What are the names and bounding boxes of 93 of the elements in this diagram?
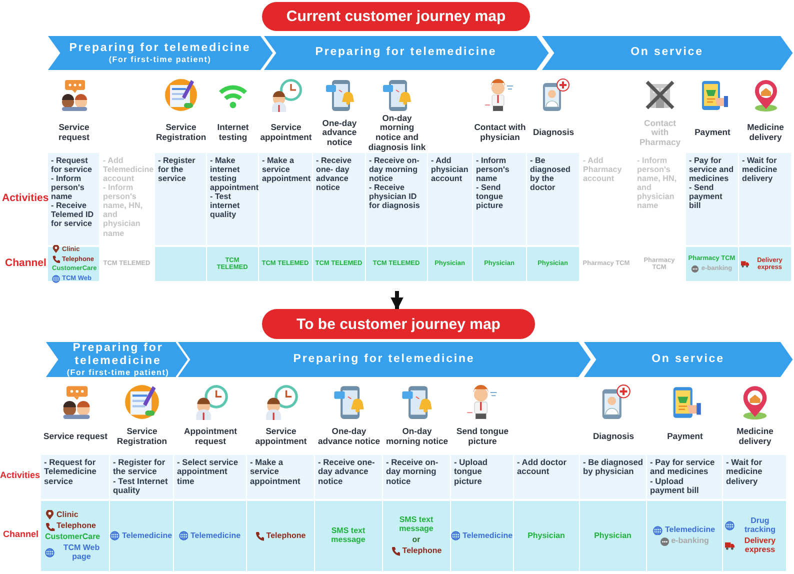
channel-label: SMS text message <box>398 516 434 534</box>
channel-label: Telephone <box>56 522 96 531</box>
channel-label: Physician <box>594 532 632 540</box>
channel-label: Telemedicine <box>190 532 241 540</box>
activity-text: - Pay for service and medicines <box>689 156 735 184</box>
activity-text: - Send payment bill <box>689 183 724 210</box>
activity-text: - Send tongue picture <box>476 183 504 210</box>
channel-label: Telemedicine <box>664 526 716 535</box>
activity-text: - Wait for medicine delivery <box>726 458 764 486</box>
phase-title: Preparing for telemedicine <box>293 352 475 366</box>
step-label: Payment <box>694 126 732 140</box>
step-label: Service request <box>42 430 108 444</box>
phase-banner <box>540 35 794 71</box>
channel-label: Physician <box>528 532 565 540</box>
activity-text: - Be diagnosed by physician <box>583 458 644 477</box>
channel-label: Telephone <box>402 546 442 556</box>
step-label: One-day advance notice <box>321 116 358 149</box>
activity-text: - Be diagnosed by the doctor <box>530 156 572 192</box>
activity-text: - Inform person's name <box>476 156 510 184</box>
phase-title: On service <box>630 46 704 60</box>
phase-banner <box>46 35 274 71</box>
channel-label: Clinic <box>56 510 78 520</box>
phase-banner <box>262 35 550 71</box>
activity-text: - Receive Telemed ID for service <box>51 201 95 228</box>
row-header: Activities <box>2 192 49 204</box>
activity-text: - Receive physician ID for diagnosis <box>369 183 421 210</box>
channel-label: Telephone <box>266 532 306 540</box>
row-header: Channel <box>3 529 39 539</box>
activity-text: - Add physician account <box>431 156 470 184</box>
step-label: Service request <box>57 121 91 144</box>
activity-text: - Inform person's name, HN, and physician name <box>637 156 678 210</box>
activity-text: - Upload tongue picture <box>454 458 488 486</box>
step-label: Internet testing <box>216 121 250 144</box>
step-label: On-day morning notice and diagnosis link <box>367 114 427 152</box>
activity-text: - Add doctor account <box>517 458 568 477</box>
title-banner <box>262 309 535 339</box>
activity-text: - Add Telemedicine account <box>103 156 152 184</box>
activity-text: - Test Internet quality <box>113 476 169 496</box>
step-label: Diagnosis <box>532 126 576 140</box>
step-label: Medicine delivery <box>736 425 774 448</box>
step-label: Service appointment <box>260 121 312 144</box>
phase-title: On service <box>652 352 724 366</box>
activity-text: - Receive on-day morning notice <box>386 458 440 486</box>
channel-label: SMS text message <box>330 527 366 545</box>
phase-banner <box>582 341 794 378</box>
step-label: Send tongue picture <box>455 425 510 448</box>
connector-word: or <box>412 536 420 544</box>
channel-label: Drug tracking <box>743 517 777 535</box>
activity-text: - Receive on-day morning notice <box>369 156 420 184</box>
step-label: Diagnosis <box>592 430 636 444</box>
activity-text: - Wait for medicine delivery <box>742 156 778 184</box>
activity-text: - Inform person's name <box>51 174 86 202</box>
step-label: Payment <box>666 430 704 444</box>
phase-title: Preparing for telemedicine <box>69 42 251 56</box>
channel-label: e-banking <box>671 537 709 546</box>
step-label: Medicine delivery <box>746 121 785 144</box>
arrow <box>390 291 404 310</box>
row-header: Activities <box>0 470 40 480</box>
activity-text: - Select service appointment time <box>177 458 239 486</box>
map-title: To be customer journey map <box>296 316 500 332</box>
activity-text: - Register for the service <box>113 458 166 477</box>
phase-title: Preparing for telemedicine <box>315 46 497 60</box>
activity-text: - Register for the service <box>158 156 196 184</box>
activity-text: - Receive one-day advance notice <box>318 458 376 486</box>
step-label: Contact with Pharmacy <box>638 116 682 149</box>
activity-text: - Make a service appointment <box>250 458 302 486</box>
channel-label: Delivery express <box>743 537 777 555</box>
phase-subtitle: (For first-time patient) <box>108 55 212 64</box>
phase-title: Preparing for telemedicine <box>72 342 164 368</box>
step-label: On-day morning notice <box>384 425 450 448</box>
activity-text: - Test internet quality <box>210 192 241 220</box>
step-label: Contact with physician <box>474 121 526 144</box>
channel-label: CustomerCare <box>45 533 100 542</box>
channel-label: Telemedicine <box>462 532 513 540</box>
row-header: Channel <box>5 257 46 269</box>
channel-label: Telemedicine <box>122 532 172 540</box>
activity-text: - Add Pharmacy account <box>583 156 623 184</box>
step-label: Service Registration <box>156 121 206 144</box>
activity-text: - Inform person's name, HN, and physician name <box>103 183 144 238</box>
step-label: One-day advance notice <box>316 425 382 448</box>
step-label: Service Registration <box>116 425 168 448</box>
title-banner <box>262 2 530 31</box>
map-title: Current customer journey map <box>286 8 506 25</box>
step-label: Service appointment <box>254 425 308 448</box>
phase-subtitle: (For first-time patient) <box>66 368 170 378</box>
activity-text: - Receive one- day advance notice <box>316 156 353 192</box>
step-label: Appointment request <box>183 425 238 448</box>
activity-text: - Upload payment bill <box>650 476 700 496</box>
activity-text: - Request for Telemedicine service <box>44 458 98 486</box>
activity-text: - Pay for service and medicines <box>650 458 716 477</box>
activity-text: - Make a service appointment <box>262 156 310 184</box>
channel-label: TCM Web page <box>62 544 101 562</box>
activity-text: - Request for service <box>51 156 93 174</box>
